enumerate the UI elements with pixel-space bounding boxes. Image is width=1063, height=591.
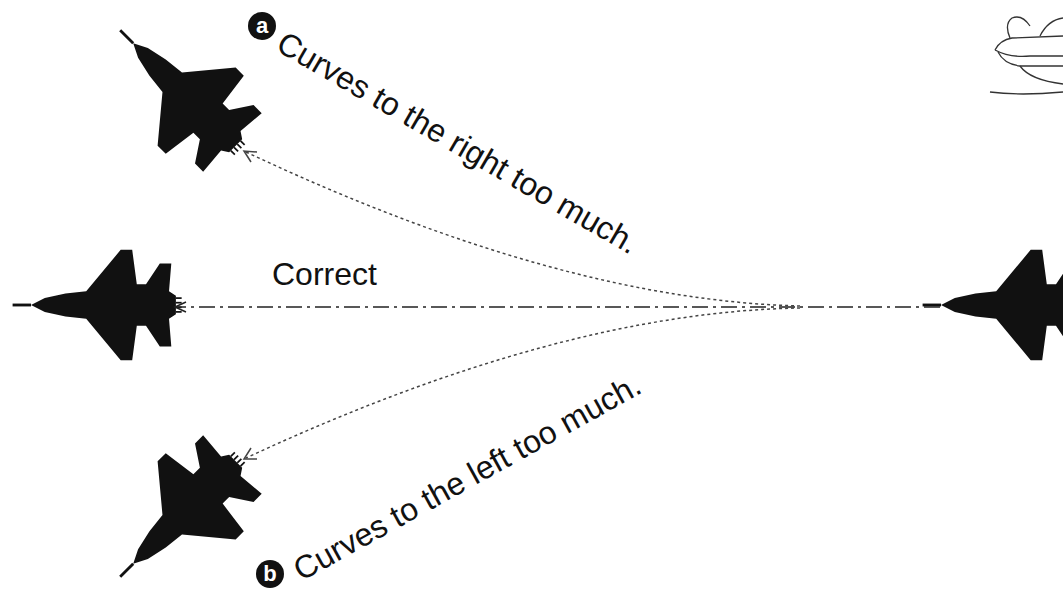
callout-letter: a bbox=[248, 12, 276, 40]
arrow-head bbox=[244, 448, 257, 459]
path-label: Correct bbox=[272, 256, 377, 292]
path-label: Curves to the left too much. bbox=[287, 367, 647, 588]
correct-path bbox=[176, 306, 940, 308]
arrow-head bbox=[244, 151, 257, 162]
callout-letter: b bbox=[256, 560, 284, 588]
jet-correct bbox=[13, 250, 182, 360]
jet-left bbox=[81, 418, 279, 591]
jet-start bbox=[923, 250, 1063, 360]
jet-right bbox=[81, 0, 279, 189]
hand-sketch bbox=[990, 17, 1063, 94]
arrow-head bbox=[175, 302, 186, 312]
path-label: Curves to the right too much. bbox=[271, 24, 645, 261]
